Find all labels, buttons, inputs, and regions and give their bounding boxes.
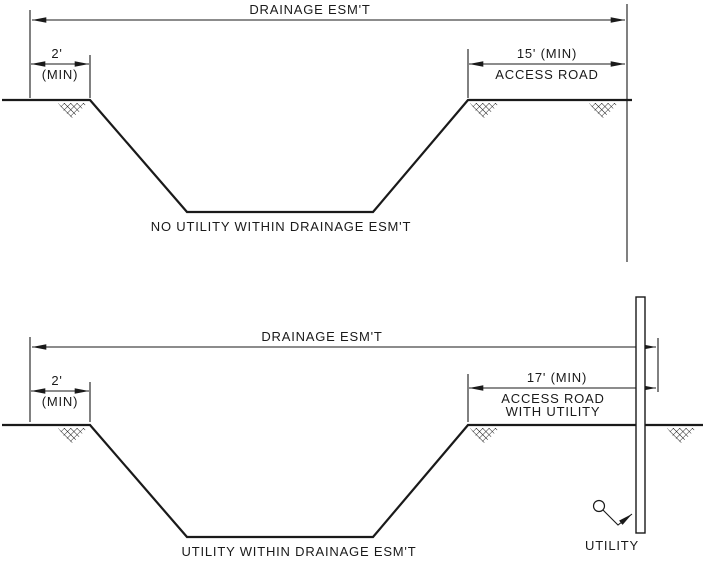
bottom-access-road-label-line2: WITH UTILITY	[506, 404, 601, 419]
bottom-access-road-label-line1: ACCESS ROAD	[501, 391, 604, 406]
bottom-caption: UTILITY WITHIN DRAINAGE ESM'T	[182, 544, 417, 559]
top-caption: NO UTILITY WITHIN DRAINAGE ESM'T	[151, 219, 411, 234]
top-earth-hatch-middle	[470, 103, 499, 118]
top-section: DRAINAGE ESM'T 2' (MIN) 15' (MIN) ACCESS…	[2, 2, 632, 262]
top-left-dim-value: 2'	[51, 46, 62, 61]
top-drainage-esmt-label: DRAINAGE ESM'T	[249, 2, 370, 17]
top-left-dim-qualifier: (MIN)	[42, 67, 79, 82]
utility-symbol-circle	[592, 499, 606, 513]
bottom-drainage-esmt-label: DRAINAGE ESM'T	[261, 329, 382, 344]
bottom-ground-profile	[2, 423, 703, 539]
bottom-earth-hatch-middle	[470, 428, 499, 443]
utility-label: UTILITY	[585, 538, 639, 553]
top-right-dim-value: 15' (MIN)	[517, 46, 577, 61]
top-ground-profile	[2, 98, 632, 214]
bottom-left-dim-value: 2'	[51, 373, 62, 388]
utility-leader-line	[602, 509, 633, 526]
bottom-left-dim-qualifier: (MIN)	[42, 394, 79, 409]
utility-pole	[635, 296, 646, 534]
top-earth-hatch-left	[58, 103, 87, 118]
bottom-earth-hatch-left	[58, 428, 87, 443]
bottom-earth-hatch-right	[667, 428, 696, 443]
top-access-road-label: ACCESS ROAD	[495, 67, 598, 82]
bottom-right-dim-value: 17' (MIN)	[527, 370, 587, 385]
top-earth-hatch-right	[589, 103, 618, 118]
bottom-section: DRAINAGE ESM'T 2' (MIN) 17' (MIN) ACCESS…	[2, 296, 703, 559]
